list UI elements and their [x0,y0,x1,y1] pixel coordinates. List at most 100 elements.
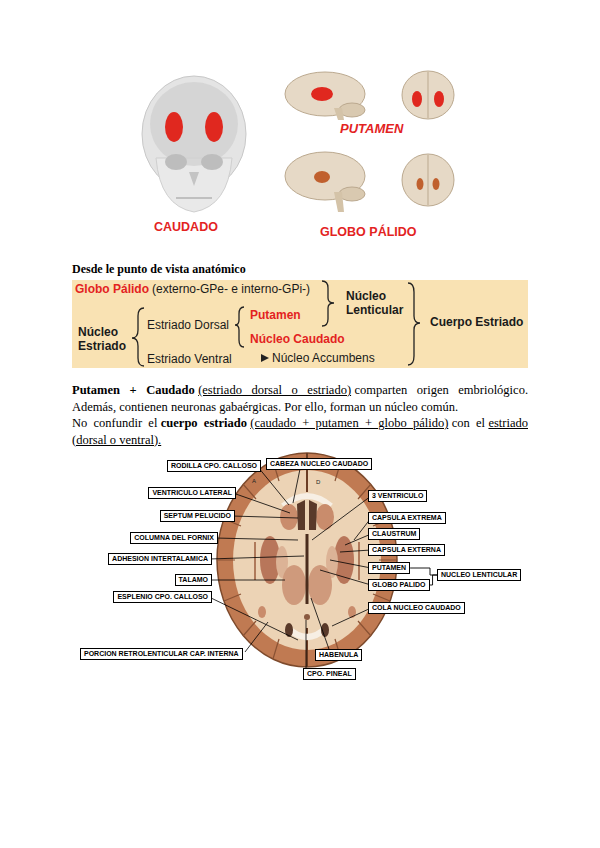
text-run: Putamen + Caudado [72,383,195,397]
splenium [288,628,326,637]
pallidus-highlight [314,171,330,183]
brain-section [217,453,397,667]
eye-socket [201,154,223,170]
label-box: HABENULA [315,649,362,661]
label-box: PUTAMEN [368,562,410,574]
arrow-glyph [261,354,269,362]
text-label: Desde le punto de vista anatómico [72,263,246,277]
curly-bracket [322,281,334,326]
caudate-tail [348,606,356,618]
label-box: VENTRICULO LATERAL [148,487,236,499]
paragraph: No confundir el cuerpo estriado(caudado +… [72,415,528,448]
label-text: GLOBO PALIDO [372,581,426,588]
white-matter [233,470,381,650]
band-text: Globo Pálido [75,282,149,296]
label-text: HABENULA [319,651,358,658]
band-text: Núcleo Caudado [250,332,345,346]
teeth [176,197,212,199]
midline [428,155,429,205]
band-text: Núcleo Lenticular [346,289,410,317]
text-label: CAUDADO [154,220,218,234]
label-text: COLUMNA DEL FORNIX [134,534,214,541]
nose [189,172,199,186]
label-box: NUCLEO LENTICULAR [437,569,521,581]
label-text: VENTRICULO LATERAL [152,489,232,496]
label-text: COLA NUCLEO CAUDADO [372,604,461,611]
sagittal-brain [285,72,365,116]
frontal-brain [402,154,454,206]
pineal-shape [304,614,310,620]
caudate-head [280,504,298,530]
text-label: GLOBO PÁLIDO [320,225,417,239]
band-text: Putamen [250,308,301,322]
label-box: CLAUSTRUM [368,528,420,540]
midline [428,72,429,118]
pallidus-highlight [417,178,424,190]
caudate-tail [258,606,266,618]
text-run: (estriado dorsal o estriado) [198,383,351,397]
bracket-band: Globo Pálido(externo-GPe- e interno-GPi-… [72,280,528,368]
band-text: Núcleo Estriado [78,325,132,353]
label-text: TALAMO [179,576,208,583]
text-label: PUTAMEN [340,122,403,137]
label-text: ESPLENIO CPO. CALLOSO [117,593,208,600]
frontal-brain [402,71,454,119]
label-box: COLUMNA DEL FORNIX [130,532,218,544]
label-box: CAPSULA EXTERNA [368,544,445,556]
label-text: 3 VENTRICULO [372,492,423,499]
text-run: (caudado + putamen + globo pálido) [250,416,448,430]
thalamus-shape [282,565,306,605]
label-box: CAPSULA EXTREMA [368,512,446,524]
caudate-highlight [205,112,223,142]
text-label: A [252,478,256,485]
label-text: CAPSULA EXTREMA [372,514,442,521]
curly-bracket [235,307,244,347]
label-text: SEPTUM PELUCIDO [164,512,231,519]
curly-bracket [132,308,144,366]
label-box: SEPTUM PELUCIDO [160,510,235,522]
putamen-highlight [311,87,333,101]
text-run: con el [452,416,485,430]
posterior-horn [285,623,293,637]
sagittal-brain [285,152,365,200]
bracket-connector [410,568,437,575]
lateral-ventricle [297,500,317,530]
label-box: TALAMO [175,574,212,586]
skull [142,76,246,192]
label-box: ADHESION INTERTALAMICA [108,553,212,565]
paragraph-block: Putamen + Caudado(estriado dorsal o estr… [72,382,528,448]
label-box: RODILLA CPO. CALLOSO [167,460,261,472]
label-box: 3 VENTRICULO [368,490,427,502]
text-run: cuerpo estriado [161,416,247,430]
text-run: No confundir el [72,416,157,430]
cerebellum [339,187,365,201]
label-text: CPO. PINEAL [307,670,352,677]
caudate-highlight [165,112,183,142]
label-text: ADHESION INTERTALAMICA [112,555,208,562]
label-text: CLAUSTRUM [372,530,416,537]
eye-socket [165,154,187,170]
label-box: CABEZA NUCLEO CAUDADO [266,458,372,470]
label-text: CAPSULA EXTERNA [372,546,441,553]
label-box: CPO. PINEAL [303,668,356,680]
band-text: Estriado Ventral [147,352,232,366]
label-box: GLOBO PALIDO [368,579,430,591]
label-box: PORCION RETROLENTICULAR CAP. INTERNA [80,648,243,660]
label-text: NUCLEO LENTICULAR [441,571,517,578]
brain-silhouette [150,82,238,166]
text-label: D [316,479,320,486]
putamen-highlight [434,91,444,107]
band-text: Estriado Dorsal [147,318,229,332]
brainstem [334,192,344,212]
label-text: RODILLA CPO. CALLOSO [171,462,257,469]
label-text: PORCION RETROLENTICULAR CAP. INTERNA [84,650,239,657]
label-text: CABEZA NUCLEO CAUDADO [270,460,368,467]
label-text: PUTAMEN [372,564,406,571]
band-text: (externo-GPe- e interno-GPi-) [152,282,310,296]
bracket-connector [430,575,437,585]
paragraph: Putamen + Caudado(estriado dorsal o estr… [72,382,528,415]
label-box: COLA NUCLEO CAUDADO [368,602,465,614]
putamen-highlight [412,91,422,107]
brainstem [334,108,344,120]
